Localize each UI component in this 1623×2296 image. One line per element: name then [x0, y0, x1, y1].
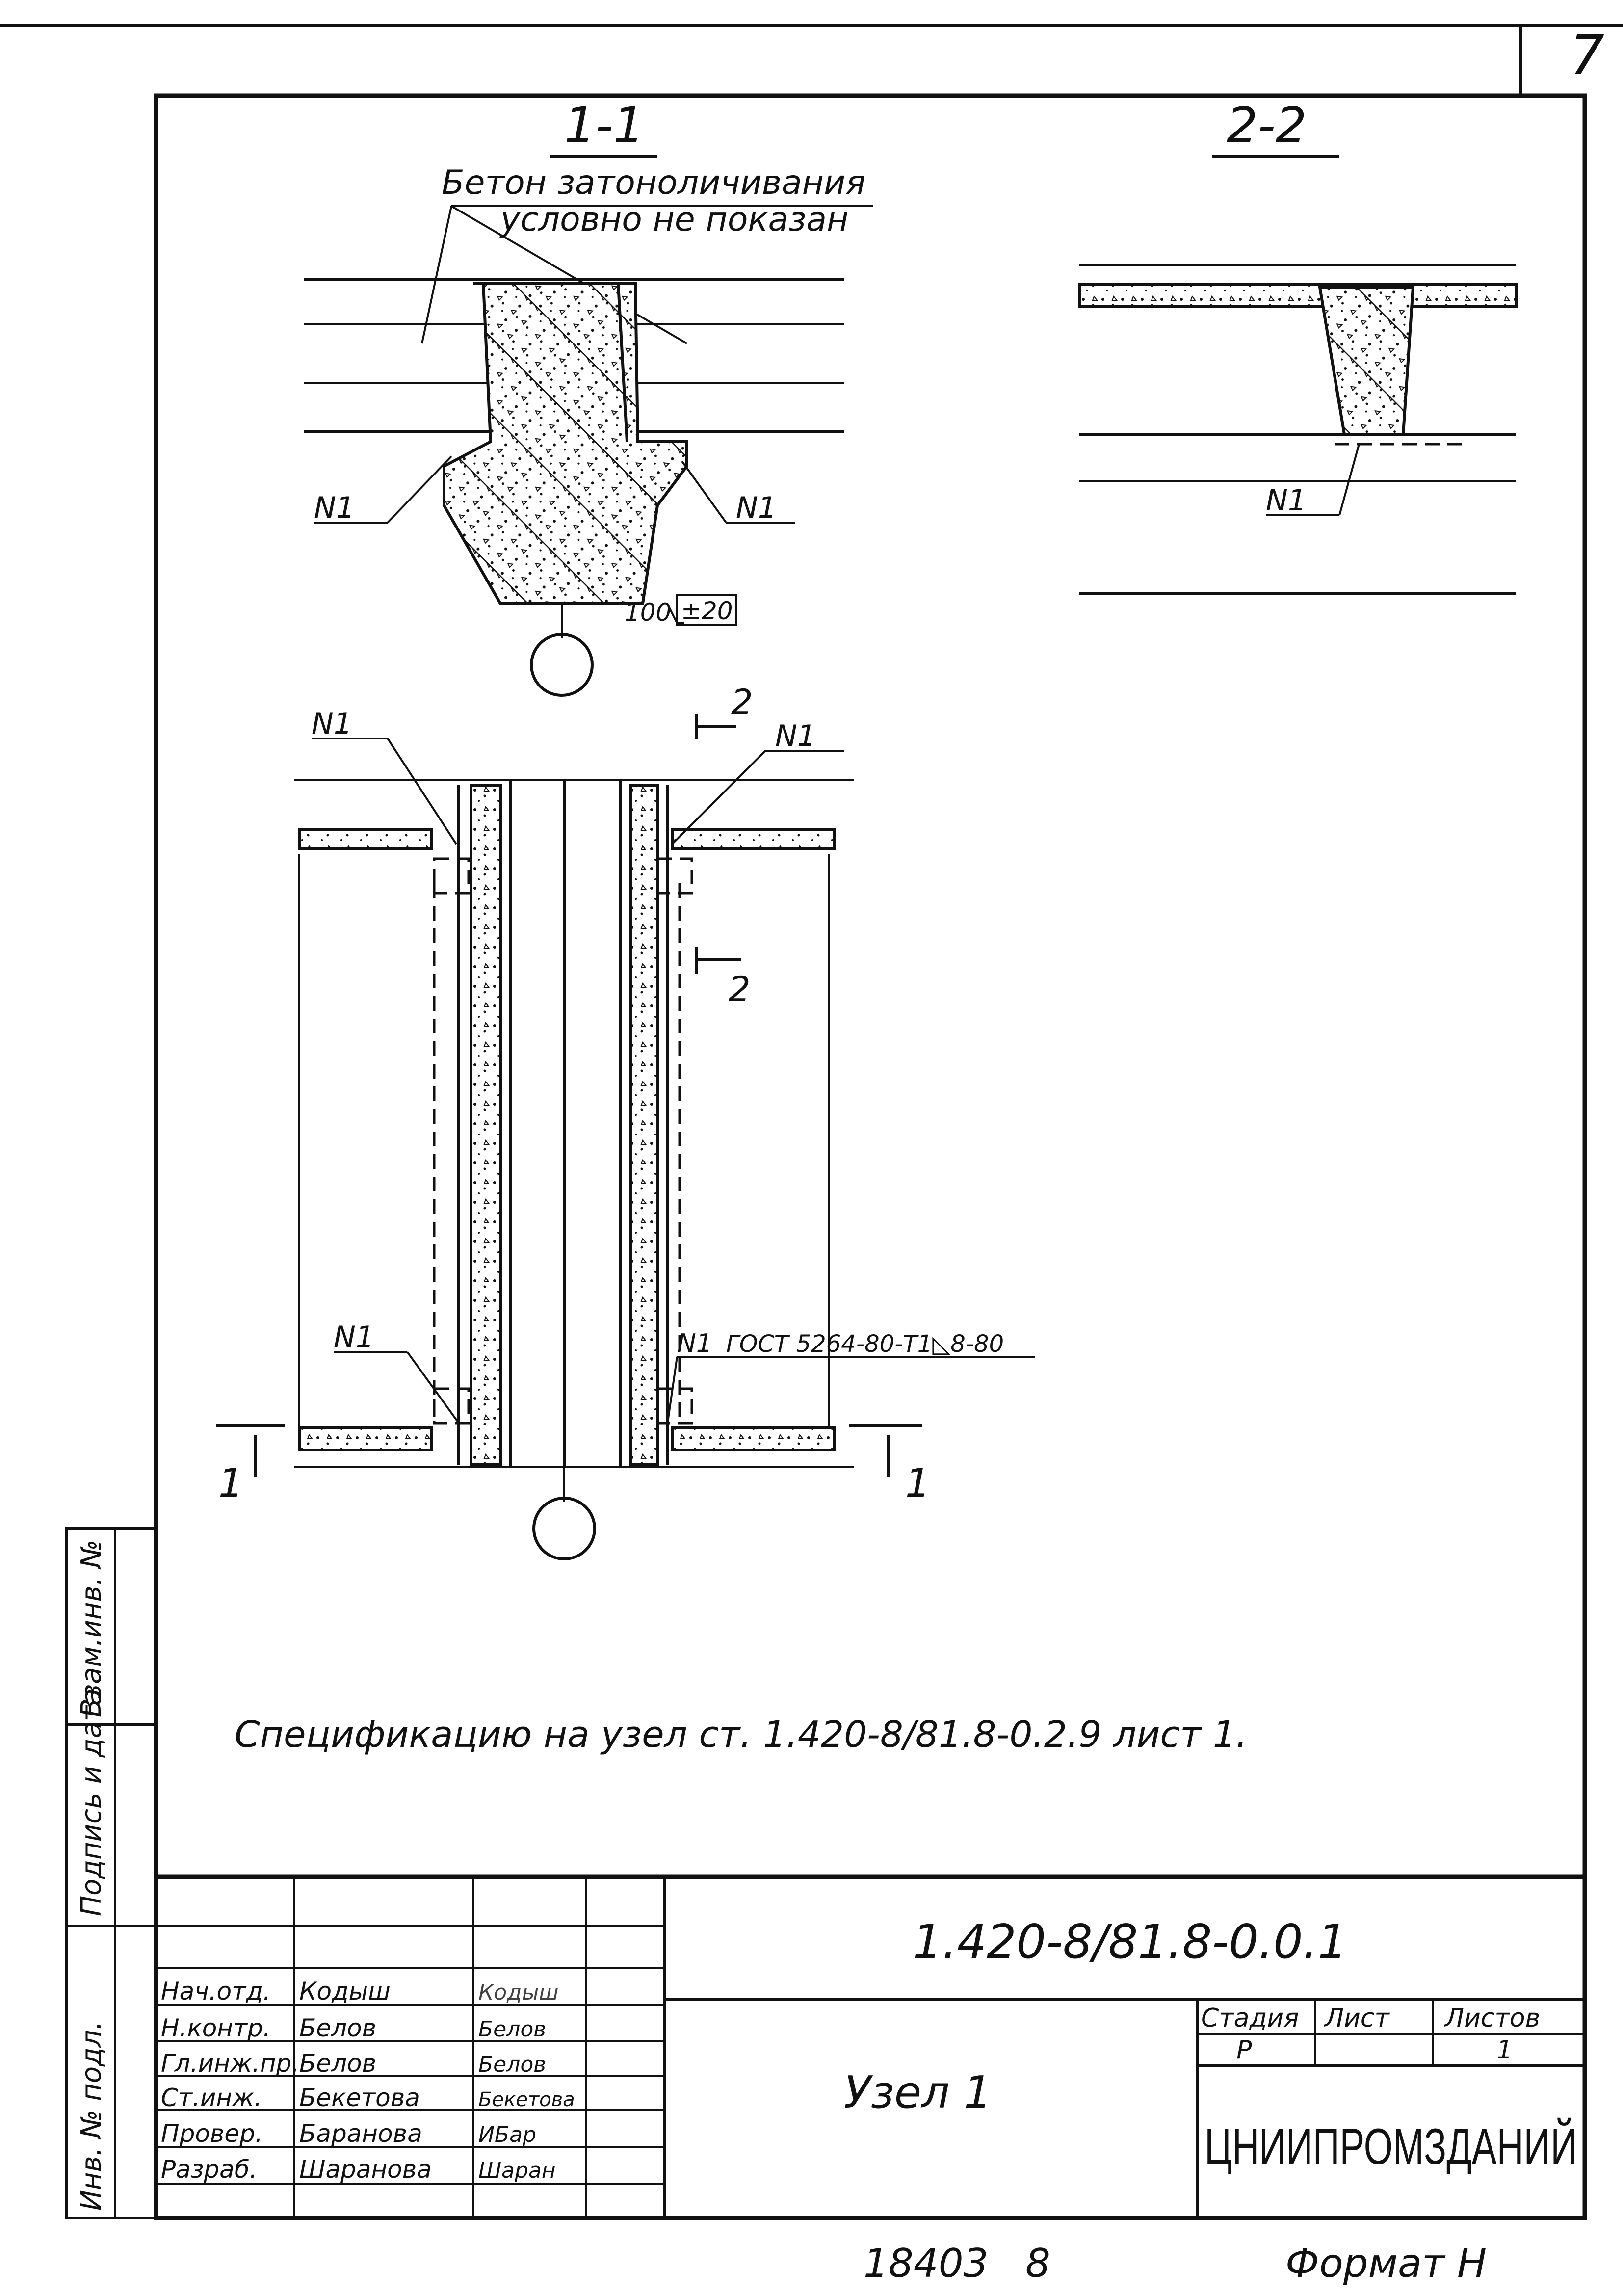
row-signature: Белов [478, 2052, 546, 2077]
n1-label-right: N1 [736, 491, 777, 525]
row-role: Гл.инж.пр. [161, 2049, 299, 2078]
n1-label-left: N1 [314, 491, 355, 525]
concrete-note-line1: Бетон затоноличивания [442, 163, 865, 202]
row-role: Ст.инж. [161, 2084, 262, 2112]
cut-mark-2-top: 2 [731, 682, 753, 722]
section-1-1-title: 1-1 [564, 97, 644, 154]
side-stamp-inv-vzam: Взам.инв. № [76, 1540, 107, 1717]
stage-value: Р [1236, 2035, 1252, 2065]
archive-number: 18403 [864, 2241, 989, 2286]
document-name: Узел 1 [844, 2067, 992, 2118]
joint-concrete [443, 282, 688, 605]
row-signature: Белов [478, 2017, 546, 2042]
row-signature: Бекетова [478, 2088, 575, 2111]
n1-label-2-2: N1 [1266, 483, 1307, 518]
dimension-tolerance: ±20 [681, 597, 733, 625]
stage-label: Стадия [1201, 2004, 1299, 2033]
n1-label-plan-bl: N1 [334, 1320, 374, 1354]
title-block: 1.420-8/81.8-0.0.1 Узел 1 Стадия Лист Ли… [154, 1874, 1587, 2220]
dimension-100: 100 [625, 598, 671, 627]
row-role: Разраб. [161, 2155, 257, 2184]
plan-view: N1 N1 N1 N1 ГОСТ 5264-80-Т1◺8-80 2 2 1 1 [216, 682, 1035, 1560]
row-signature: ИБар [478, 2122, 536, 2147]
specification-note: Спецификацию на узел ст. 1.420-8/81.8-0.… [235, 1714, 1247, 1756]
row-name: Бекетова [299, 2084, 420, 2112]
cut-mark-1-left: 1 [218, 1460, 243, 1506]
side-stamp: Взам.инв. № Подпись и дата Инв. № подл. [65, 1527, 157, 2219]
row-signature: Шаран [478, 2158, 556, 2183]
sheets-value: 1 [1496, 2035, 1513, 2065]
n1-label-plan-tr: N1 [775, 719, 816, 753]
row-role: Провер. [161, 2119, 263, 2148]
format-label: Формат Н [1285, 2241, 1487, 2286]
joint-concrete-2 [1318, 286, 1415, 436]
section-2-2: 2-2 N1 [1078, 97, 1518, 595]
n1-label-plan-tl: N1 [312, 707, 352, 741]
axis-marker-top [530, 633, 594, 697]
row-name: Баранова [299, 2119, 422, 2148]
cut-mark-2-mid: 2 [729, 969, 751, 1009]
row-signature: Кодыш [478, 1980, 559, 2005]
row-name: Шаранова [299, 2155, 432, 2184]
cut-mark-1-right: 1 [905, 1460, 930, 1506]
row-name: Кодыш [299, 1977, 391, 2006]
side-stamp-inv-podl: Инв. № подл. [76, 2021, 107, 2211]
section-1-1: 1-1 Бетон затоноличивания условно не пок… [304, 97, 873, 697]
sheet-number: 7 [1570, 24, 1604, 86]
sheet-label: Лист [1324, 2004, 1390, 2033]
signature-rows: Нач.отд. Кодыш Кодыш Н.контр. Белов Бело… [161, 1977, 575, 2184]
side-stamp-podpis: Подпись и дата [76, 1689, 107, 1916]
weld-gost-note: ГОСТ 5264-80-Т1◺8-80 [726, 1330, 1004, 1358]
row-role: Н.контр. [161, 2014, 271, 2042]
document-code: 1.420-8/81.8-0.0.1 [913, 1915, 1347, 1969]
copy-number: 8 [1025, 2241, 1050, 2286]
sheets-label: Листов [1444, 2004, 1540, 2033]
organization-name: ЦНИИПРОМЗДАНИЙ [1204, 2117, 1577, 2175]
row-name: Белов [299, 2014, 376, 2042]
section-2-2-title: 2-2 [1227, 97, 1307, 154]
row-role: Нач.отд. [161, 1977, 271, 2006]
n1-label-plan-br: N1 [677, 1329, 712, 1358]
axis-marker-bottom [532, 1497, 596, 1560]
row-name: Белов [299, 2049, 376, 2078]
